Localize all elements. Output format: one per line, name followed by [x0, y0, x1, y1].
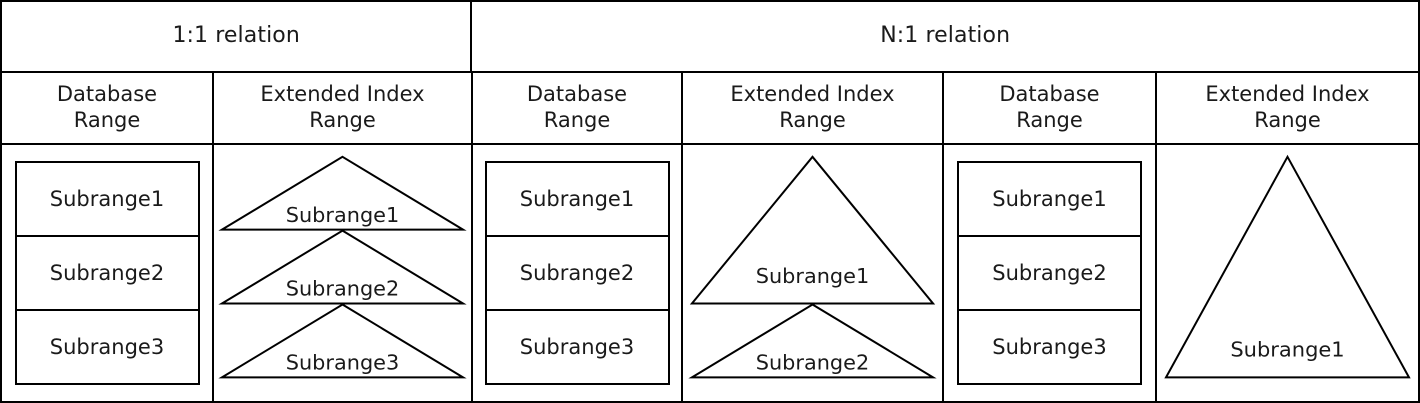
header-line1: Extended Index	[730, 82, 895, 107]
triangle-label: Subrange1	[1230, 338, 1344, 362]
header-line2: Range	[309, 108, 376, 132]
triangle-shape	[692, 305, 933, 378]
triangle-stack: Subrange1	[1157, 145, 1418, 401]
triangle-label: Subrange2	[286, 277, 399, 301]
header-line1: Database	[999, 82, 1100, 107]
triangle-stack-svg	[1157, 145, 1418, 401]
header-line2: Range	[1254, 108, 1321, 132]
triangle-stack-svg	[214, 145, 471, 401]
header-line1: Database	[56, 82, 158, 107]
subrange-box-stack: Subrange1 Subrange2 Subrange3	[484, 161, 670, 385]
subrange-box-stack: Subrange1 Subrange2 Subrange3	[957, 161, 1142, 385]
subrange-box-stack: Subrange1 Subrange2 Subrange3	[14, 161, 200, 385]
relation-label-1-1: 1:1 relation	[2, 2, 473, 71]
header-line2: Range	[73, 108, 141, 132]
column-header-row: Database Range Extended Index Range Data…	[2, 73, 1418, 145]
triangle-label: Subrange3	[286, 351, 399, 375]
header-line1: Database	[526, 82, 628, 107]
diagram-body-row: Subrange1 Subrange2 Subrange3 Subrange1 …	[2, 145, 1418, 401]
triangle-label: Subrange2	[756, 351, 869, 375]
header-extended-index-range-2: Extended Index Range	[683, 73, 944, 143]
triangle-shape	[222, 305, 463, 378]
database-range-column-3: Subrange1 Subrange2 Subrange3	[944, 145, 1157, 401]
header-database-range-1: Database Range	[2, 73, 214, 143]
database-range-column-2: Subrange1 Subrange2 Subrange3	[473, 145, 683, 401]
subrange-box: Subrange3	[992, 335, 1107, 359]
triangle-label-layer: Subrange1	[1230, 338, 1344, 362]
subrange-box: Subrange2	[486, 237, 668, 311]
subrange-box: Subrange1	[959, 163, 1140, 237]
header-extended-index-range-3: Extended Index Range	[1157, 73, 1418, 143]
triangle-stack: Subrange1 Subrange2 Subrange3	[214, 145, 471, 401]
triangle-label-layer: Subrange1 Subrange2	[756, 264, 869, 375]
header-line2: Range	[543, 108, 611, 132]
triangle-label-layer: Subrange1 Subrange2 Subrange3	[286, 203, 399, 375]
database-range-column-1: Subrange1 Subrange2 Subrange3	[2, 145, 214, 401]
header-line1: Extended Index	[260, 82, 425, 107]
extended-index-range-column-1: Subrange1 Subrange2 Subrange3	[214, 145, 473, 401]
header-line2: Range	[1016, 108, 1083, 132]
triangle-shape	[1166, 157, 1409, 378]
subrange-box: Subrange2	[16, 237, 198, 311]
extended-index-range-column-2: Subrange1 Subrange2	[683, 145, 944, 401]
triangle-stack-svg	[683, 145, 942, 401]
header-database-range-3: Database Range	[944, 73, 1157, 143]
triangle-label: Subrange1	[756, 264, 869, 288]
header-line1: Extended Index	[1205, 82, 1370, 107]
relation-band: 1:1 relation N:1 relation	[2, 2, 1418, 73]
subrange-box: Subrange3	[519, 335, 635, 359]
triangle-stack: Subrange1 Subrange2	[683, 145, 942, 401]
triangle-label: Subrange1	[286, 203, 399, 227]
subrange-box: Subrange3	[49, 335, 165, 359]
header-extended-index-range-1: Extended Index Range	[214, 73, 473, 143]
subrange-box: Subrange1	[16, 163, 198, 237]
extended-index-range-column-3: Subrange1	[1157, 145, 1418, 401]
relation-label-n-1: N:1 relation	[880, 23, 1011, 49]
header-database-range-2: Database Range	[473, 73, 683, 143]
subrange-box: Subrange2	[959, 237, 1140, 311]
subrange-box: Subrange1	[486, 163, 668, 237]
header-line2: Range	[779, 108, 846, 132]
